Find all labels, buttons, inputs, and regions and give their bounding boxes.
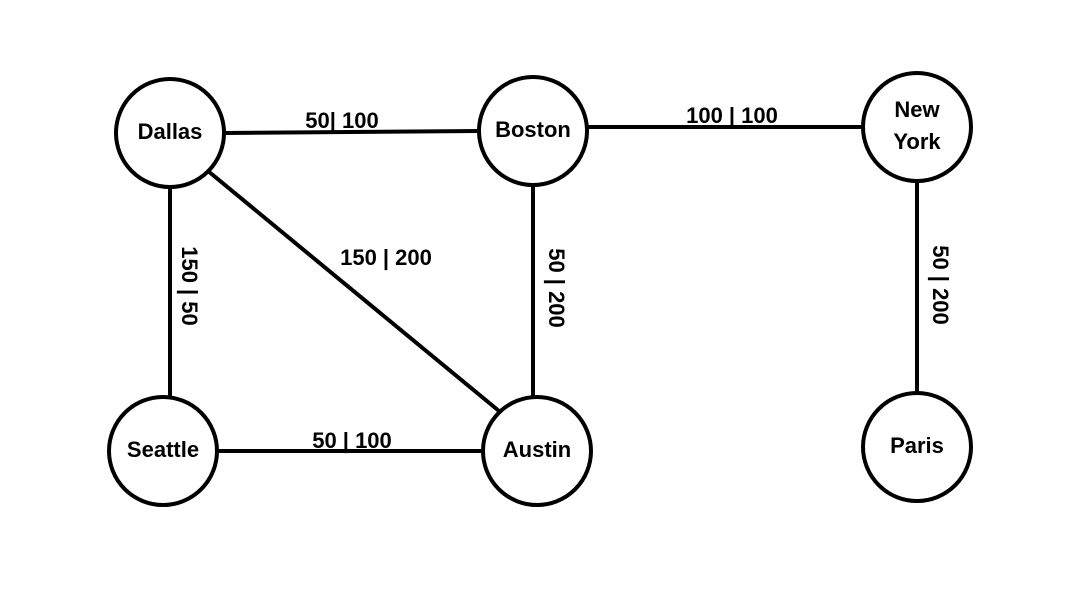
node-label-new-york-line-1: New xyxy=(894,97,940,122)
node-dallas: Dallas xyxy=(114,77,226,189)
node-label-paris: Paris xyxy=(890,433,944,458)
node-label-boston: Boston xyxy=(495,117,571,142)
node-label-dallas: Dallas xyxy=(138,119,203,144)
node-austin: Austin xyxy=(481,395,593,507)
edge-label-dallas-austin: 150 | 200 xyxy=(340,245,432,270)
edge-label-boston-austin: 50 | 200 xyxy=(544,248,569,328)
node-circle-boston xyxy=(477,75,589,187)
node-label-new-york-line-2: York xyxy=(893,129,941,154)
node-label-seattle: Seattle xyxy=(127,437,199,462)
edge-label-dallas-seattle: 150 | 50 xyxy=(177,246,202,326)
edge-dallas-boston xyxy=(223,129,480,135)
node-circle-new-york xyxy=(861,71,973,183)
node-seattle: Seattle xyxy=(107,395,219,507)
edge-label-dallas-boston: 50| 100 xyxy=(305,108,378,133)
edge-labels-layer: 50| 100 100 | 100 150 | 50 150 | 200 50 | 20… xyxy=(177,103,953,453)
node-circle-seattle xyxy=(107,395,219,507)
node-circle-dallas xyxy=(114,77,226,189)
edge-label-seattle-austin: 50 | 100 xyxy=(312,428,392,453)
node-boston: Boston xyxy=(477,75,589,187)
node-circle-paris xyxy=(861,391,973,503)
edge-label-boston-new-york: 100 | 100 xyxy=(686,103,778,128)
node-label-austin: Austin xyxy=(503,437,571,462)
edge-dallas-austin xyxy=(206,169,501,413)
edges-layer xyxy=(168,125,919,453)
node-paris: Paris xyxy=(861,391,973,503)
edge-label-new-york-paris: 50 | 200 xyxy=(928,245,953,325)
node-circle-austin xyxy=(481,395,593,507)
